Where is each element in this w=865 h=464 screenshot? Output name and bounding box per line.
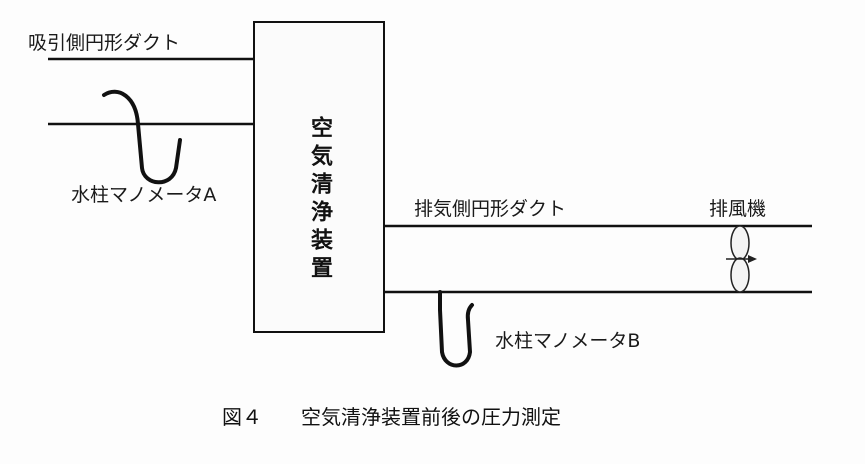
fan-label: 排風機 (709, 198, 767, 220)
air-cleaner-label: 空気清浄装置 (307, 116, 332, 284)
figure-caption: 空気清浄装置前後の圧力測定 (301, 405, 561, 429)
manometer-a-tube (102, 89, 182, 185)
manometer-b-tube (438, 290, 474, 368)
exhaust-duct-label: 排気側円形ダクト (414, 198, 567, 220)
figure-number: 図４ (222, 405, 262, 429)
fan-symbol (726, 225, 757, 293)
manometer-a-label: 水柱マノメータA (71, 184, 217, 206)
manometer-b-label: 水柱マノメータB (495, 330, 641, 352)
air-cleaner-box (253, 21, 385, 333)
intake-duct-label: 吸引側円形ダクト (28, 32, 181, 54)
